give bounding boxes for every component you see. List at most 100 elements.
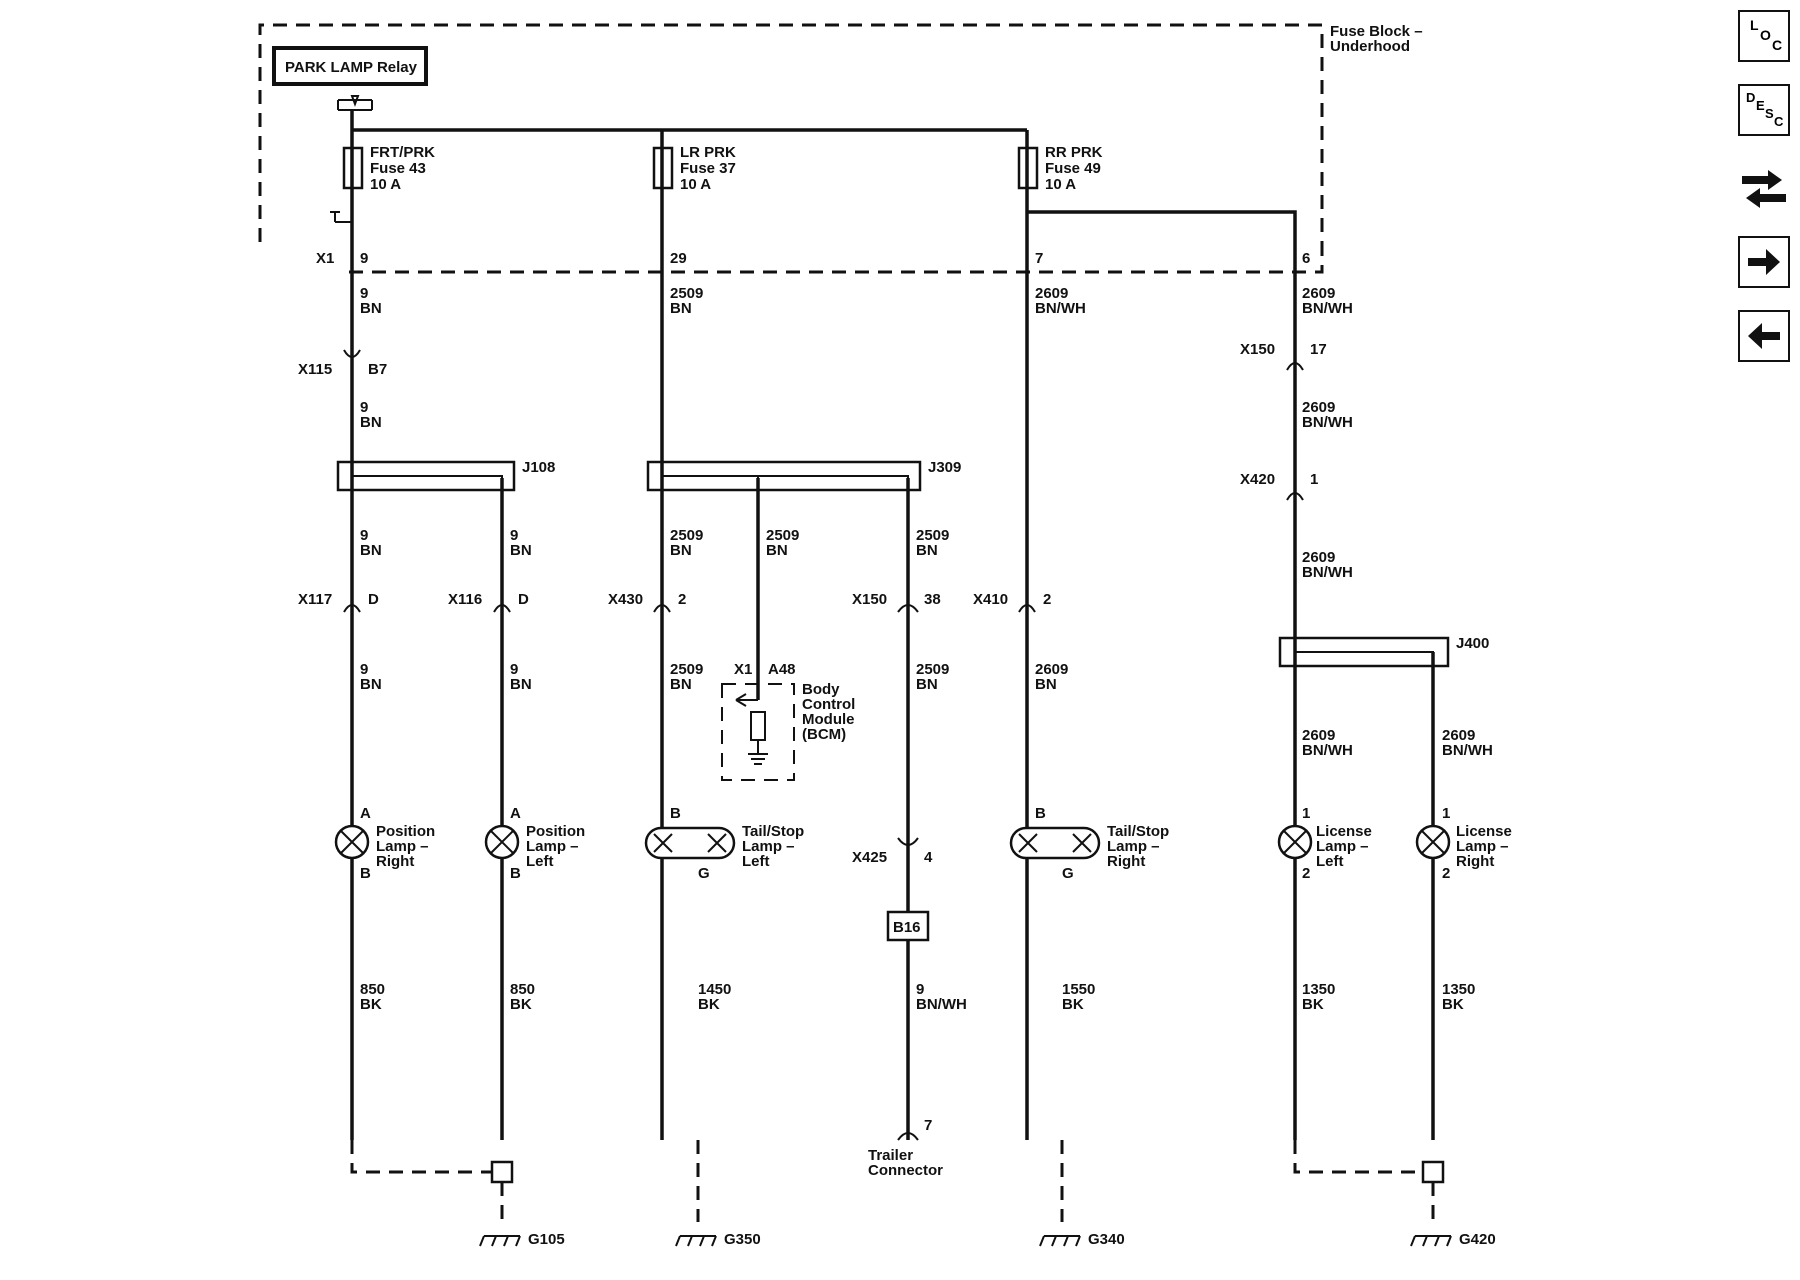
lamp-1-pin-bottom: B (360, 865, 371, 882)
pin-7: 7 (1035, 250, 1043, 267)
connector-view-icon (1742, 170, 1786, 208)
position-lamp-right (334, 824, 370, 860)
connector-x115 (343, 349, 361, 358)
svg-text:O: O (1760, 27, 1771, 43)
x420-label: X420 (1240, 471, 1275, 488)
tail-stop-lamp-right (1009, 826, 1101, 860)
fuse-block-ground-tap (330, 211, 352, 223)
ground-g420-label: G420 (1459, 1231, 1496, 1248)
trailer-connector-symbol (897, 1132, 919, 1141)
lamp-1-pin-top: A (360, 805, 371, 822)
desc-button[interactable]: D E S C (1738, 84, 1790, 136)
next-button[interactable] (1738, 236, 1790, 288)
x410-pin: 2 (1043, 591, 1051, 608)
bcm-pin: A48 (768, 661, 796, 678)
loc-button[interactable]: L O C (1738, 10, 1790, 62)
ground-g105-label: G105 (528, 1231, 565, 1248)
license-lamp-left (1277, 824, 1313, 860)
x115-pin: B7 (368, 361, 387, 378)
b16-box (886, 910, 930, 942)
ground-g350-symbol (675, 1235, 717, 1247)
svg-text:C: C (1774, 114, 1784, 129)
lamp-2-pin-bottom: B (510, 865, 521, 882)
connector-x425 (897, 837, 919, 846)
previous-button[interactable] (1738, 310, 1790, 362)
park-lamp-relay-label: PARK LAMP Relay (285, 59, 418, 76)
desc-icon: D E S C (1746, 90, 1784, 129)
ground-g350-label: G350 (724, 1231, 761, 1248)
pin-6: 6 (1302, 250, 1310, 267)
x430-pin: 2 (678, 591, 686, 608)
splice-j400 (1278, 636, 1450, 668)
connector-view-button[interactable] (1738, 158, 1790, 210)
lamp-2-pin-top: A (510, 805, 521, 822)
lamp-4-pin-bottom: G (1062, 865, 1074, 882)
ground-g420-symbol (1410, 1235, 1452, 1247)
splice-j108-label: J108 (522, 459, 555, 476)
trailer-pin: 7 (924, 1117, 932, 1134)
splice-j400-label: J400 (1456, 635, 1489, 652)
x117-pin: D (368, 591, 379, 608)
x430-label: X430 (608, 591, 643, 608)
x117-label: X117 (298, 591, 332, 608)
connector-x420 (1286, 492, 1304, 501)
ground-g105-symbol (479, 1235, 521, 1247)
lamp-3-pin-bottom: G (698, 865, 710, 882)
loc-icon: L O C (1750, 17, 1782, 53)
svg-text:L: L (1750, 17, 1759, 33)
x425-label: X425 (852, 849, 887, 866)
b16-label: B16 (893, 919, 921, 936)
lamp-5-pin-bottom: 2 (1302, 865, 1310, 882)
x1-label: X1 (316, 250, 334, 267)
pin-6-wire (1027, 210, 1297, 272)
park-lamp-relay (272, 46, 428, 86)
position-lamp-left (484, 824, 520, 860)
pin-9: 9 (360, 250, 368, 267)
arrow-right-icon (1748, 249, 1780, 275)
x420-pin: 1 (1310, 471, 1318, 488)
ground-g340-label: G340 (1088, 1231, 1125, 1248)
x116-label: X116 (448, 591, 482, 608)
x150a-pin: 38 (924, 591, 941, 608)
splice-j108 (336, 460, 516, 492)
ground-splice-g420 (1421, 1160, 1445, 1184)
fuse-block-outline (258, 23, 1324, 274)
lamp-3-pin-top: B (670, 805, 681, 822)
bcm-ground (748, 740, 768, 765)
fuse-49-number: Fuse 49 (1045, 160, 1101, 177)
lamp-6-pin-top: 1 (1442, 805, 1450, 822)
ground-jumper-g105 (350, 1140, 502, 1174)
arrow-left-icon (1748, 323, 1780, 349)
tail-stop-lamp-left (644, 826, 736, 860)
x150b-pin: 17 (1310, 341, 1327, 358)
x116-pin: D (518, 591, 529, 608)
fuse-43-rating: 10 A (370, 176, 401, 193)
fuse-49-rating: 10 A (1045, 176, 1076, 193)
fuse-block-title: Fuse Block –Underhood (1330, 23, 1423, 55)
ground-splice-g105 (490, 1160, 514, 1184)
fuse-37 (652, 130, 674, 272)
